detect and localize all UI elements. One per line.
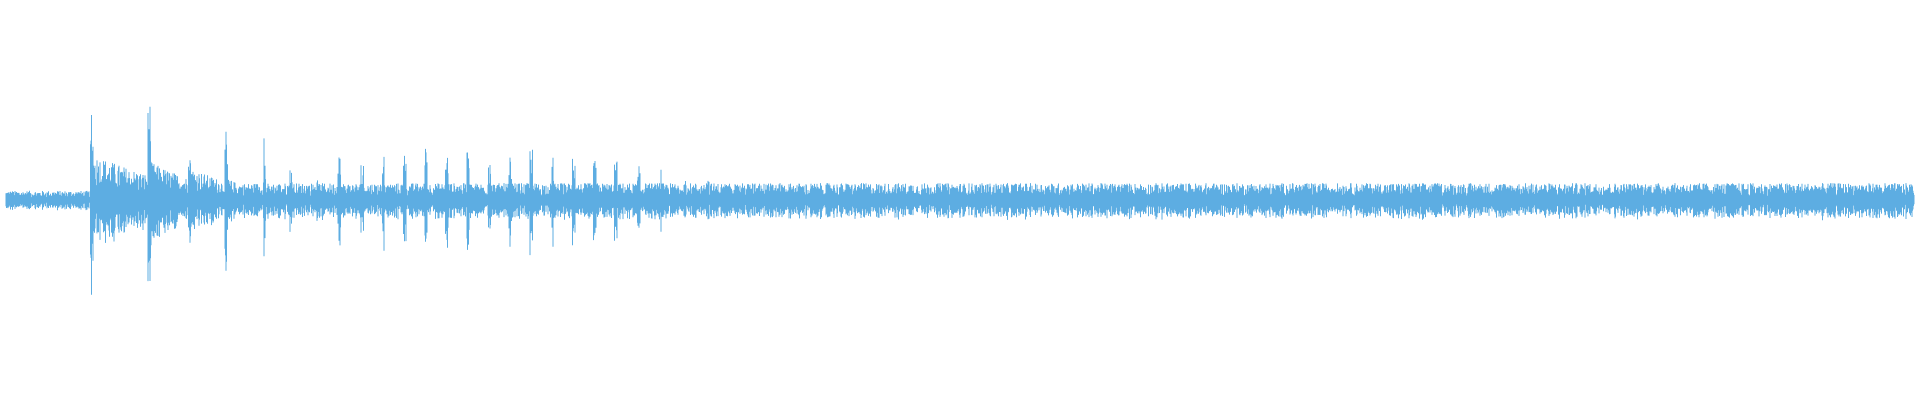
waveform-path: [5, 106, 1915, 295]
